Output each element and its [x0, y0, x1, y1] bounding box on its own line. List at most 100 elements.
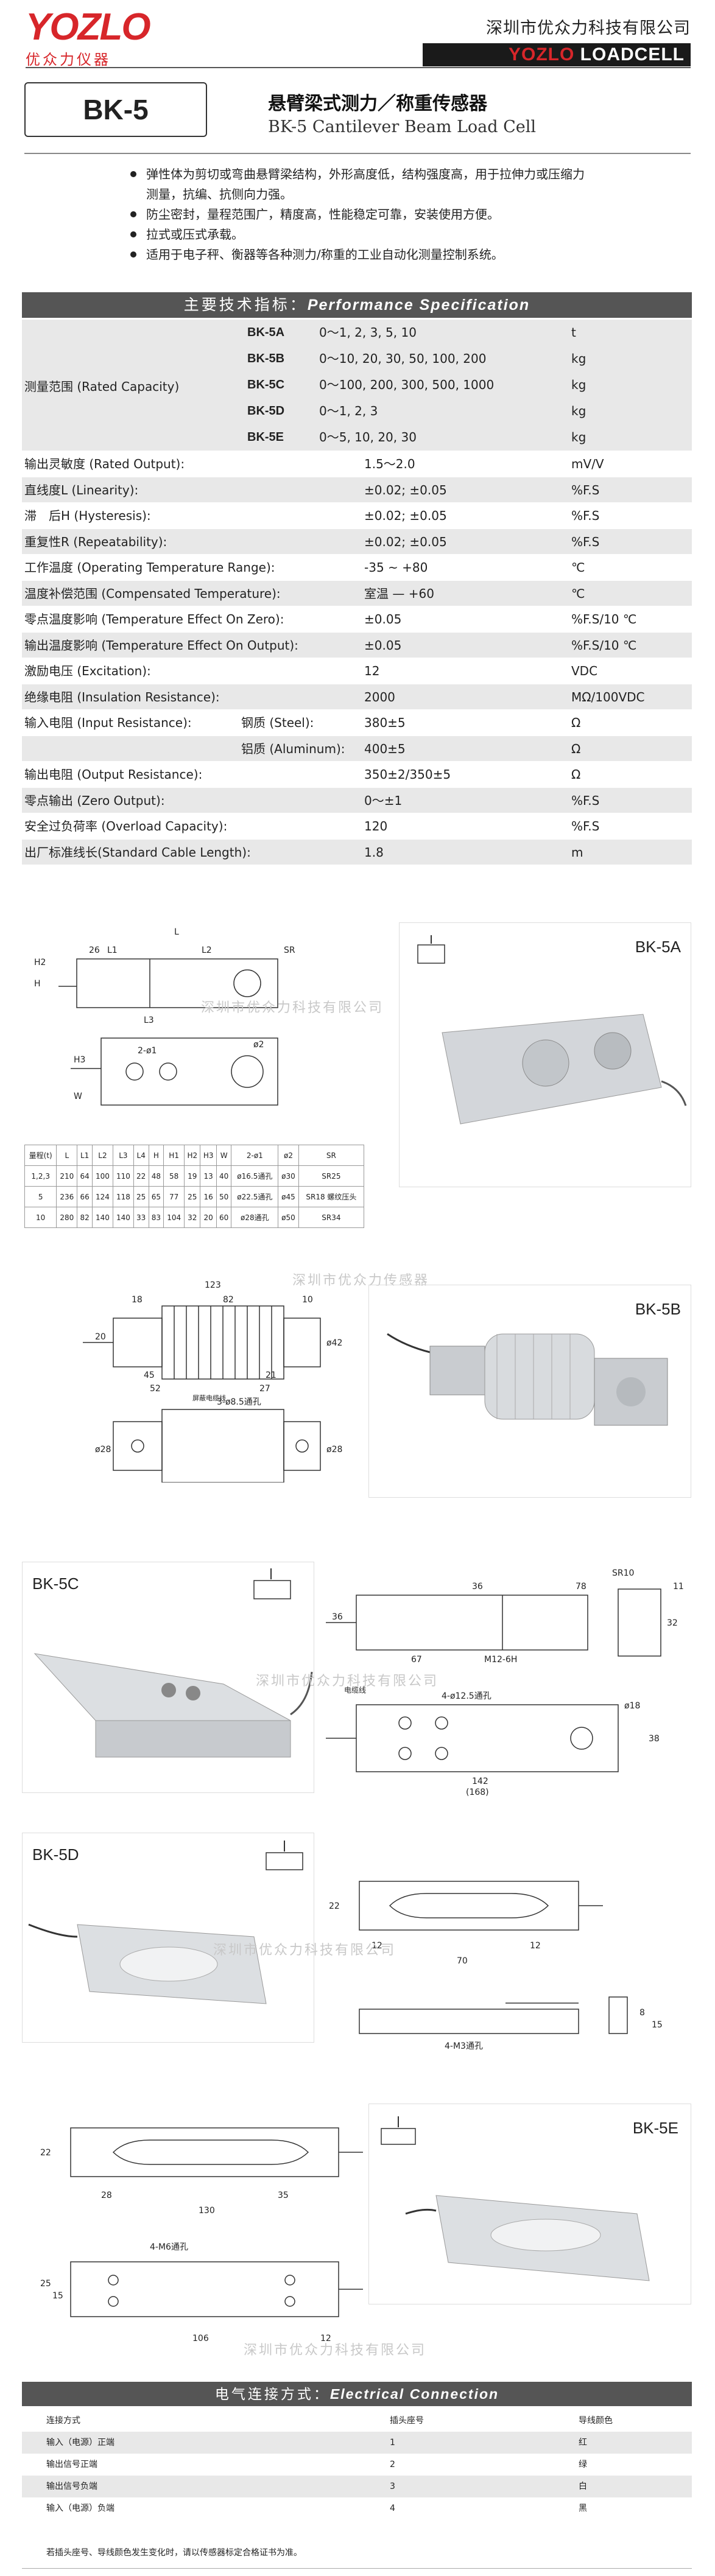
dimension-cell: ø16.5通孔 [231, 1165, 279, 1187]
electrical-pin: 2 [390, 2460, 395, 2469]
dimension-cell: L4 [133, 1145, 149, 1166]
title-chinese: 悬臂梁式测力／称重传感器 [268, 93, 487, 114]
spec-value: ±0.02; ±0.05 [364, 508, 447, 523]
bk5b-dim-phi28: ø28 [95, 1445, 111, 1455]
bk5b-dim-45: 45 [144, 1370, 155, 1380]
spec-row: 输入电阻 (Input Resistance): 钢质 (Steel): 380±5… [22, 710, 692, 736]
bk5b-photo-panel: BK-5B [368, 1285, 691, 1498]
feature-item: 拉式或压式承载。 [128, 225, 676, 245]
bk5e-photo-panel: BK-5E [368, 2104, 691, 2304]
spec-subname: 钢质 (Steel): [241, 715, 314, 730]
electrical-connection: 输入（电源）正端 [46, 2438, 114, 2448]
spec-unit: %F.S/10 ℃ [571, 612, 637, 626]
bk5a-dim-w: W [74, 1092, 82, 1101]
spec-value: 120 [364, 819, 388, 834]
bk5b-photo [387, 1333, 668, 1426]
electrical-wire-color: 红 [579, 2438, 587, 2448]
watermark: 深圳市优众力传感器 [292, 1273, 430, 1288]
bk5b-dim-10: 10 [302, 1295, 313, 1305]
spec-section-header: 主要技术指标：Performance Specification [22, 292, 692, 318]
capacity-values: 0～10, 20, 30, 50, 100, 200 [319, 351, 487, 366]
spec-value: 350±2/350±5 [364, 767, 451, 782]
dimension-cell: 32 [184, 1207, 201, 1228]
dimension-cell: SR34 [298, 1207, 365, 1228]
electrical-wire-color: 黑 [579, 2504, 587, 2513]
dimension-cell: 19 [184, 1165, 201, 1187]
dimension-cell: 25 [133, 1186, 149, 1207]
brand-red-text: YOZLO [508, 44, 575, 65]
dimension-cell: L1 [77, 1145, 93, 1166]
spec-name: 安全过负荷率 (Overload Capacity): [24, 819, 228, 834]
bk5e-dim-130: 130 [199, 2206, 215, 2216]
company-name: 深圳市优众力科技有限公司 [486, 19, 691, 38]
bk5e-label: BK-5E [632, 2119, 678, 2137]
dimension-cell: ø22.5通孔 [231, 1186, 279, 1207]
dimension-cell: 20 [200, 1207, 217, 1228]
company-block: 深圳市优众力科技有限公司 YOZLO LOADCELL [423, 15, 691, 66]
dimension-cell: 48 [148, 1165, 164, 1187]
capacity-unit: t [571, 325, 576, 340]
dimension-cell: 140 [112, 1207, 134, 1228]
electrical-title-cn: 电气连接方式： [214, 2387, 330, 2402]
capacity-model: BK-5B [247, 352, 285, 365]
brand-bar: YOZLO LOADCELL [423, 43, 691, 66]
title-english: BK-5 Cantilever Beam Load Cell [268, 118, 537, 136]
bk5b-dim-phi42: ø42 [326, 1338, 342, 1348]
bk5c-dim-78: 78 [576, 1582, 586, 1592]
dimension-cell: 280 [56, 1207, 78, 1228]
spec-row: 直线度L (Linearity):±0.02; ±0.05%F.S [22, 477, 692, 503]
dimension-cell: 40 [216, 1165, 232, 1187]
bk5a-label: BK-5A [635, 938, 681, 956]
spec-row: 零点输出 (Zero Output):0～±1%F.S [22, 787, 692, 813]
spec-row: 零点温度影响 (Temperature Effect On Zero):±0.0… [22, 606, 692, 633]
bk5c-dim-36b: 36 [332, 1612, 343, 1622]
spec-value: ±0.05 [364, 612, 402, 626]
bk5b-dim-52: 52 [150, 1384, 161, 1394]
electrical-col-pin: 插头座号 [390, 2416, 424, 2426]
bk5a-dim-sr: SR [284, 946, 295, 955]
spec-unit: Ω [571, 767, 581, 782]
dimension-cell: 82 [77, 1207, 93, 1228]
header-divider [26, 67, 691, 68]
feature-item: 适用于电子秤、衡器等各种测力/称重的工业自动化测量控制系统。 [128, 245, 676, 265]
spec-name: 输入电阻 (Input Resistance): [24, 715, 192, 730]
spec-unit: ℃ [571, 560, 585, 575]
bk5e-dim-22: 22 [40, 2148, 51, 2158]
watermark: 深圳市优众力科技有限公司 [201, 1000, 384, 1016]
title-divider [24, 153, 691, 154]
bk5c-label: BK-5C [32, 1574, 79, 1593]
electrical-connection: 输出信号正端 [46, 2460, 97, 2469]
bk5b-cable-label: 屏蔽电缆线 [192, 1394, 226, 1402]
bk5c-dim-32: 32 [667, 1618, 678, 1628]
bk5a-dim-l3: L3 [144, 1016, 154, 1025]
dimension-cell: 83 [148, 1207, 164, 1228]
bk5d-dim-12b: 12 [530, 1941, 541, 1951]
spec-title-cn: 主要技术指标： [183, 296, 308, 314]
electrical-connection: 输出信号负端 [46, 2482, 97, 2491]
bk5b-label: BK-5B [635, 1300, 681, 1318]
spec-unit: mV/V [571, 457, 604, 471]
dimension-cell: H2 [184, 1145, 201, 1166]
dimension-cell: 65 [148, 1186, 164, 1207]
dimension-cell: ø28通孔 [231, 1207, 279, 1228]
dimension-cell: 236 [56, 1186, 78, 1207]
bk5c-cable-label: 电缆线 [344, 1686, 366, 1694]
bk5e-dim-holes: 4-M6通孔 [150, 2242, 188, 2252]
dimension-cell: 110 [112, 1165, 134, 1187]
spec-value: 400±5 [364, 741, 406, 756]
bk5a-dim-phi2: ø2 [253, 1040, 264, 1050]
spec-value: 380±5 [364, 715, 406, 730]
dimension-cell: 25 [184, 1186, 201, 1207]
bk5d-dim-22: 22 [329, 1901, 340, 1911]
dimension-cell: 60 [216, 1207, 232, 1228]
bk5c-dim-holes: 4-ø12.5通孔 [442, 1691, 491, 1701]
spec-subname: 铝质 (Aluminum): [241, 741, 345, 756]
